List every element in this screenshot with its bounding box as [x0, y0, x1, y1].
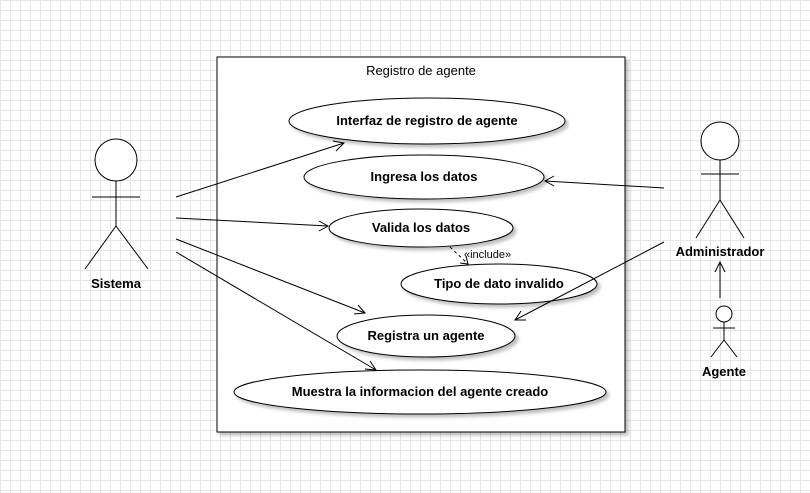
association-sistema-interfaz[interactable] [175, 140, 346, 198]
actor-agente[interactable]: Agente [702, 305, 746, 379]
association-administrador-registra[interactable] [514, 241, 665, 321]
association-sistema-registra[interactable] [175, 238, 367, 315]
actor-administrador[interactable]: Administrador [676, 121, 765, 259]
include-valida-tipo-invalido[interactable] [449, 246, 469, 265]
association-sistema-muestra[interactable] [175, 251, 377, 371]
actor-label: Sistema [91, 276, 142, 291]
use-case-label: Muestra la informacion del agente creado [292, 384, 549, 399]
actor-label: Administrador [676, 244, 765, 259]
use-case-ingresa-datos[interactable]: Ingresa los datos [303, 154, 545, 200]
association-sistema-valida[interactable] [175, 217, 330, 232]
use-case-label: Registra un agente [367, 328, 484, 343]
use-case-interfaz-registro[interactable]: Interfaz de registro de agente [288, 97, 566, 145]
association-administrador-ingresa[interactable] [543, 175, 665, 189]
use-case-label: Tipo de dato invalido [434, 276, 564, 291]
include-label: «include» [464, 249, 511, 261]
actor-sistema[interactable]: Sistema [84, 138, 149, 291]
use-case-registra-agente[interactable]: Registra un agente [336, 314, 516, 358]
actor-label: Agente [702, 364, 746, 379]
stick-figure-icon [710, 305, 738, 358]
use-case-muestra-informacion[interactable]: Muestra la informacion del agente creado [233, 369, 607, 415]
use-case-tipo-dato-invalido[interactable]: Tipo de dato invalido [400, 263, 598, 305]
use-case-valida-datos[interactable]: Valida los datos [328, 208, 514, 248]
system-title: Registro de agente [366, 63, 476, 78]
generalization-agente-administrador[interactable] [714, 260, 726, 298]
use-case-label: Valida los datos [372, 220, 470, 235]
use-case-label: Interfaz de registro de agente [336, 113, 517, 128]
use-case-label: Ingresa los datos [371, 169, 478, 184]
stick-figure-icon [84, 138, 149, 270]
stick-figure-icon [695, 121, 745, 239]
